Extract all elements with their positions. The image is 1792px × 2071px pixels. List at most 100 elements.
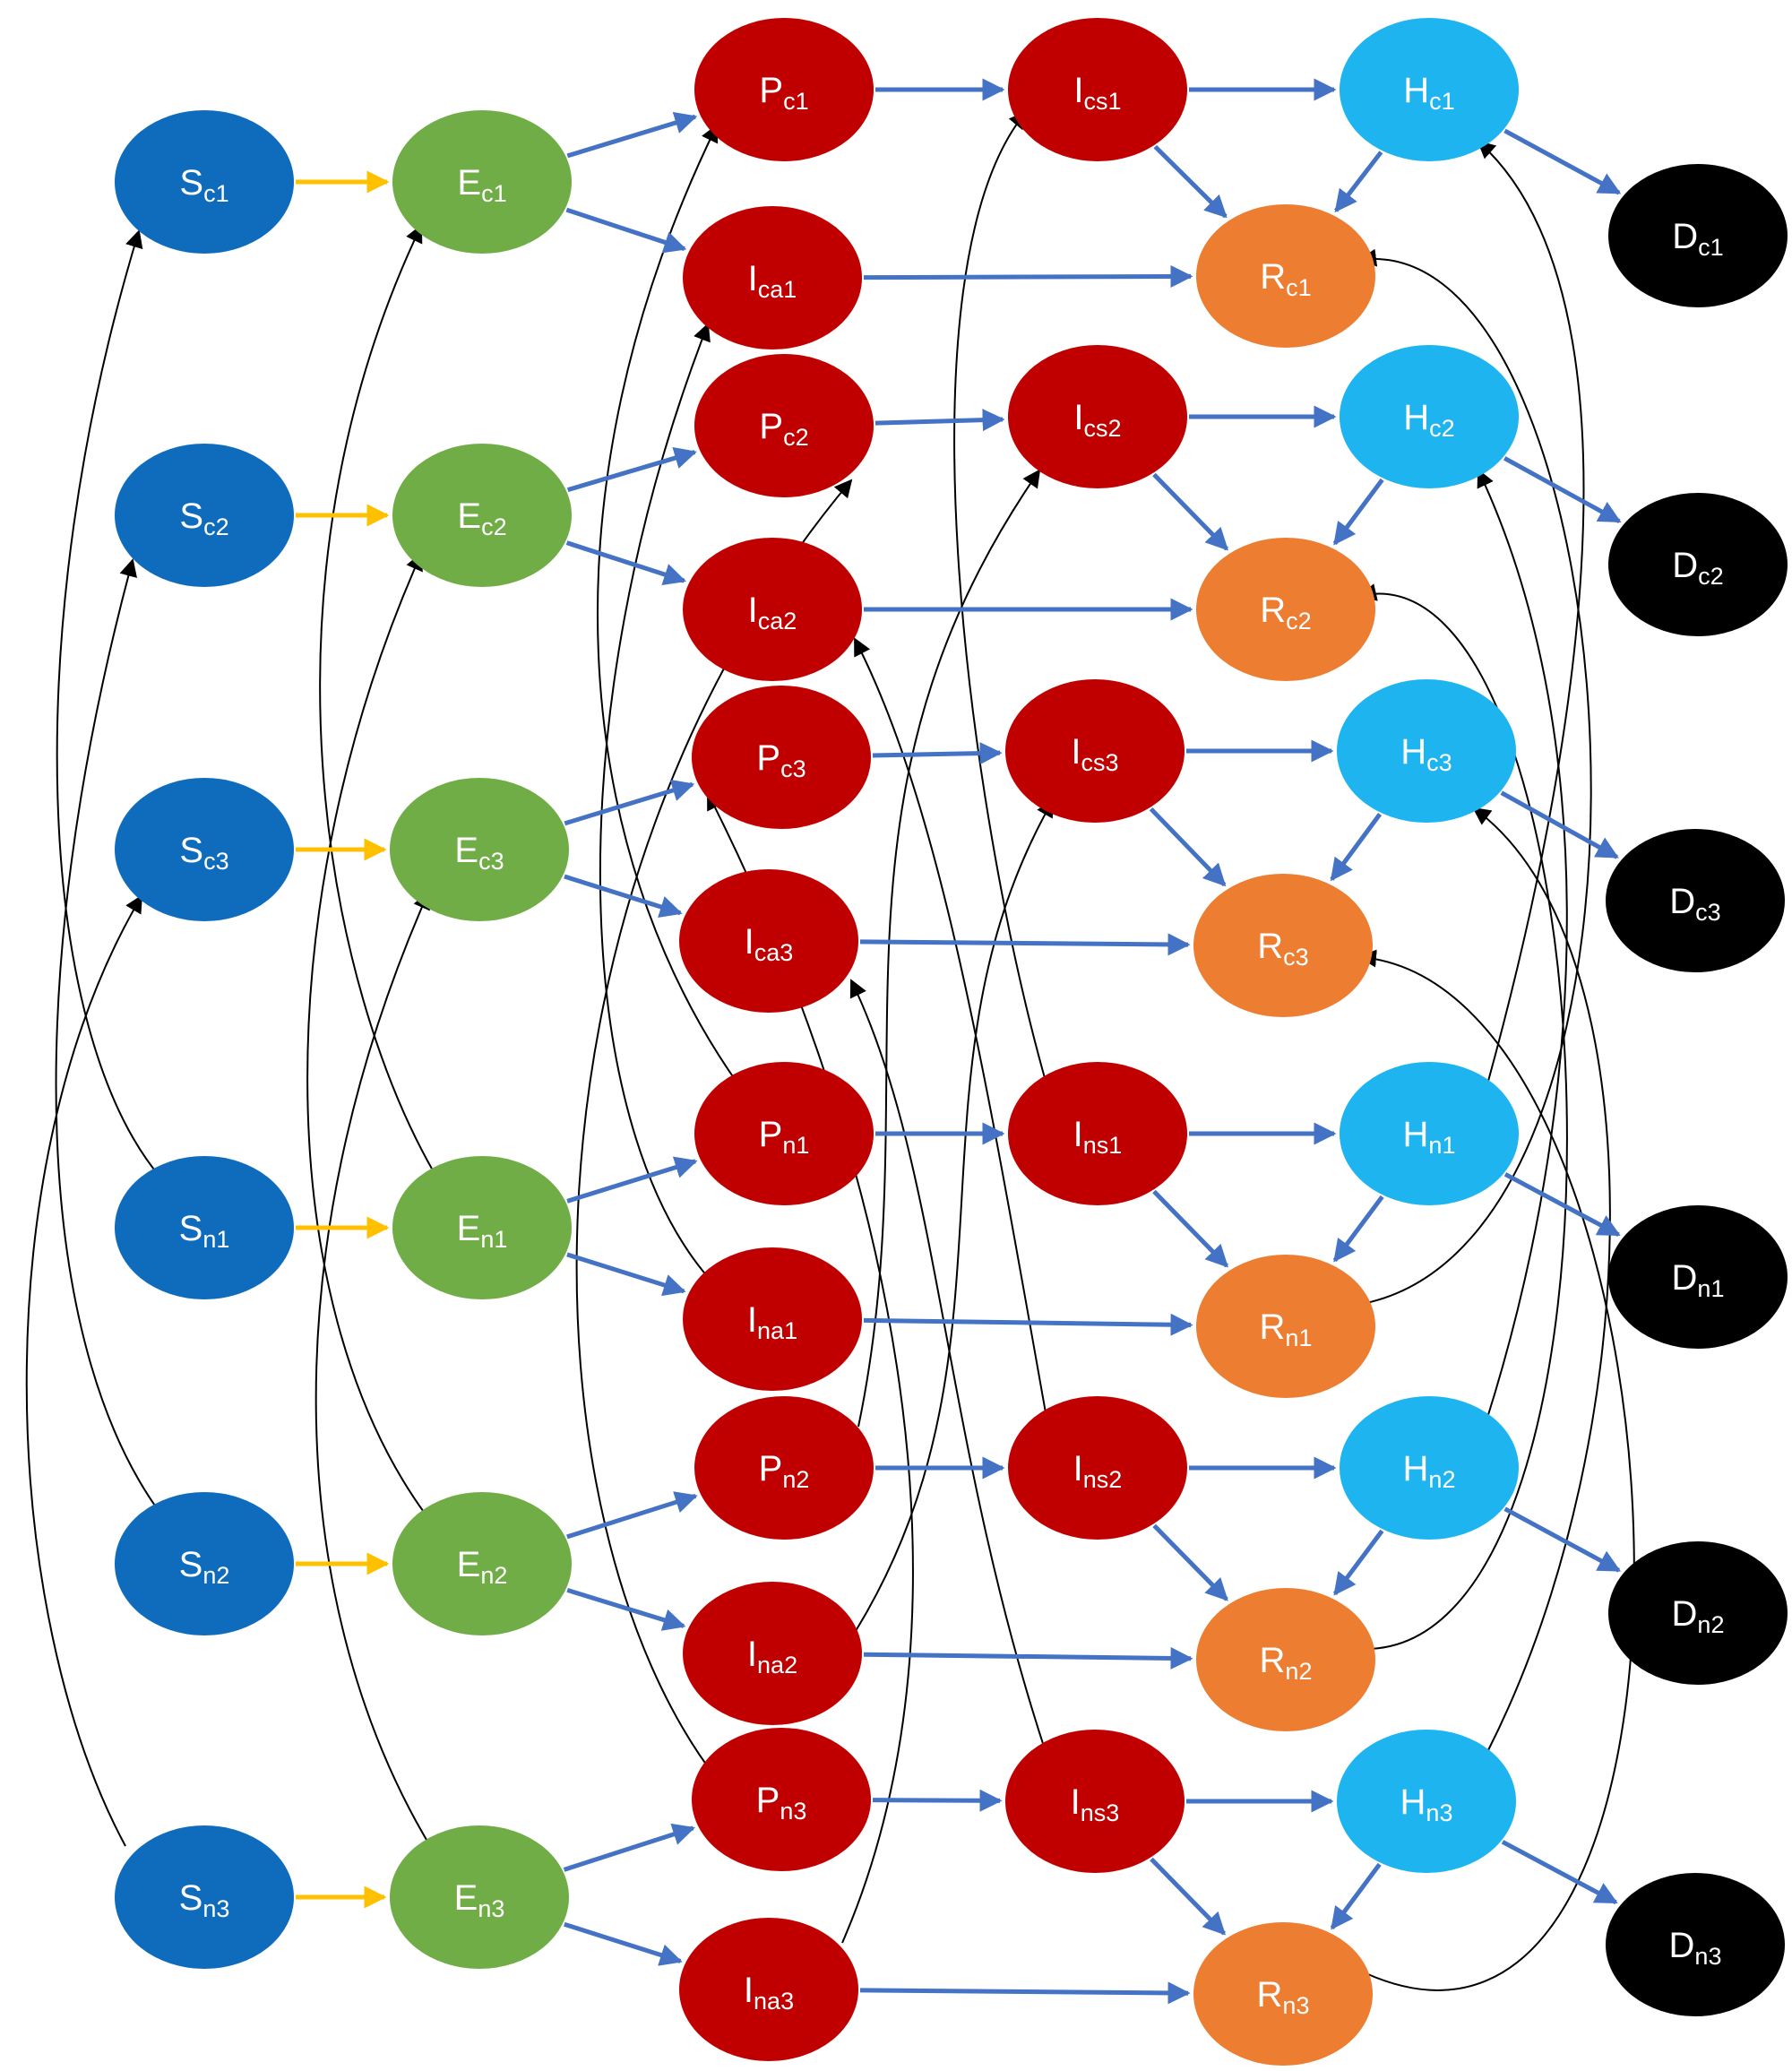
edge-pc3-to-ics3 <box>872 742 1003 765</box>
node-rc3: Rc3 <box>1193 874 1373 1017</box>
node-shape <box>392 1492 572 1635</box>
edge-en3-to-pn3 <box>563 1823 695 1872</box>
node-shape <box>1008 1396 1187 1540</box>
node-ics2: Ics2 <box>1008 345 1187 488</box>
node-shape <box>1608 1541 1788 1685</box>
edge-hn3-to-hc3 <box>1472 807 1611 1753</box>
node-shape <box>1340 345 1519 488</box>
node-shape <box>683 538 862 681</box>
node-en3: En3 <box>390 1825 569 1969</box>
node-hn2: Hn2 <box>1340 1396 1519 1540</box>
node-rc1: Rc1 <box>1196 204 1375 348</box>
node-rn3: Rn3 <box>1193 1922 1373 2066</box>
node-pn1: Pn1 <box>694 1062 874 1205</box>
node-pn3: Pn3 <box>692 1728 871 1871</box>
edge-ec1-to-pc1 <box>566 111 698 159</box>
edge-ec3-to-ica3 <box>564 874 683 918</box>
node-label: Ics3 <box>1071 732 1118 776</box>
flow-edges <box>296 78 1622 2005</box>
node-label: Sc2 <box>179 496 228 540</box>
node-label: Hn2 <box>1403 1449 1456 1493</box>
node-label: Hc3 <box>1400 732 1452 776</box>
node-dn2: Dn2 <box>1608 1541 1788 1685</box>
node-label: Ica2 <box>748 591 797 634</box>
node-label: Pn1 <box>759 1115 810 1159</box>
edge-hc3-to-rc3 <box>1330 813 1383 882</box>
node-sn1: Sn1 <box>115 1156 294 1299</box>
node-en2: En2 <box>392 1492 572 1635</box>
node-label: Rc1 <box>1260 257 1311 301</box>
edge-sn1-to-sc1 <box>56 229 162 1179</box>
edge-hn1-to-hc1 <box>1477 140 1585 1085</box>
node-label: En1 <box>457 1209 508 1253</box>
edge-hc1-to-rc1 <box>1334 151 1383 213</box>
edge-sn3-to-sc3 <box>25 894 143 1847</box>
edge-ec3-to-pc3 <box>564 779 695 826</box>
node-shape <box>679 1918 858 2061</box>
node-shape <box>1008 1062 1187 1205</box>
node-label: Ina3 <box>744 1971 794 2015</box>
node-pc2: Pc2 <box>694 354 874 497</box>
node-ina2: Ina2 <box>683 1582 862 1725</box>
node-shape <box>1005 679 1185 823</box>
node-label: Dn3 <box>1669 1926 1722 1970</box>
edge-hc1-to-dc1 <box>1503 128 1622 195</box>
edge-sn2-to-sc2 <box>55 558 162 1515</box>
node-hc3: Hc3 <box>1337 679 1516 823</box>
edge-ina2-to-ics3 <box>855 798 1054 1632</box>
node-ica3: Ica3 <box>679 869 858 1013</box>
node-shape <box>1337 679 1516 823</box>
node-hc1: Hc1 <box>1340 18 1519 161</box>
node-label: Ica1 <box>748 259 797 303</box>
node-label: Rc3 <box>1257 927 1308 971</box>
edge-en3-to-ec3 <box>314 891 435 1854</box>
node-label: Ica3 <box>745 922 794 966</box>
node-shape <box>694 1062 874 1205</box>
edge-en2-to-ina2 <box>566 1587 686 1631</box>
node-label: Pc2 <box>759 407 808 451</box>
node-label: Rn3 <box>1257 1975 1310 2019</box>
node-shape <box>1193 1922 1373 2066</box>
node-label: Ics2 <box>1073 398 1121 442</box>
node-ins1: Ins1 <box>1008 1062 1187 1205</box>
node-shape <box>1340 1062 1519 1205</box>
node-shape <box>1606 829 1785 972</box>
node-label: Rc2 <box>1260 591 1311 634</box>
node-ec2: Ec2 <box>392 444 572 587</box>
node-shape <box>1340 18 1519 161</box>
node-ics1: Ics1 <box>1008 18 1187 161</box>
node-sn2: Sn2 <box>115 1492 294 1635</box>
node-shape <box>1196 204 1375 348</box>
node-rc2: Rc2 <box>1196 538 1375 681</box>
node-shape <box>1008 18 1187 161</box>
node-label: Dn2 <box>1672 1594 1725 1638</box>
node-shape <box>115 1156 294 1299</box>
edge-hn1-to-rn1 <box>1332 1195 1384 1263</box>
node-label: Hn1 <box>1403 1115 1456 1159</box>
node-pn2: Pn2 <box>694 1396 874 1540</box>
node-dc2: Dc2 <box>1608 493 1788 636</box>
node-ins2: Ins2 <box>1008 1396 1187 1540</box>
edge-en2-to-ec2 <box>306 552 426 1515</box>
edge-rn3-to-rc3 <box>1358 949 1635 1991</box>
node-hn1: Hn1 <box>1340 1062 1519 1205</box>
node-label: Sc1 <box>179 163 228 207</box>
edge-hc2-to-dc2 <box>1503 456 1622 523</box>
node-label: Ina2 <box>747 1635 797 1678</box>
node-shape <box>1196 1255 1375 1398</box>
node-label: Ec3 <box>454 831 504 875</box>
node-label: En2 <box>457 1545 508 1589</box>
edge-ins1-to-rn1 <box>1152 1189 1229 1268</box>
node-shape <box>392 444 572 587</box>
node-shape <box>694 354 874 497</box>
node-dc3: Dc3 <box>1606 829 1785 972</box>
node-label: Hc2 <box>1403 398 1454 442</box>
edge-ec2-to-ica2 <box>565 540 686 586</box>
node-shape <box>1608 164 1788 307</box>
node-label: Ins3 <box>1071 1782 1120 1826</box>
edge-en2-to-pn2 <box>566 1491 698 1540</box>
node-sn3: Sn3 <box>115 1825 294 1969</box>
edge-hn2-to-hc2 <box>1477 469 1568 1419</box>
node-label: Pc1 <box>759 71 808 115</box>
edge-hn1-to-dn1 <box>1503 1172 1621 1238</box>
